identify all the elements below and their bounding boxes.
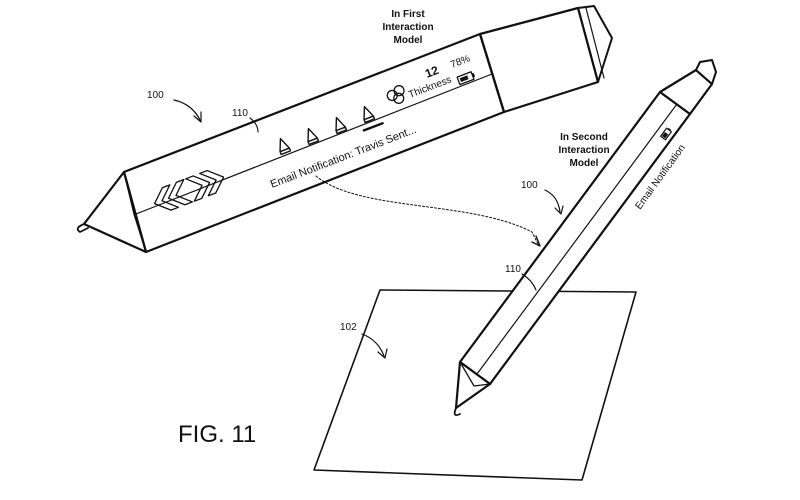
pen-second-cap-end xyxy=(695,59,717,85)
ref-100-first: 100 xyxy=(147,90,164,101)
pen-first-cap-end xyxy=(577,5,613,83)
pen-first-notification: Email Notification: Travis Sent... xyxy=(269,124,418,191)
ref-102: 102 xyxy=(340,322,357,333)
pen-tip-icon[interactable] xyxy=(332,116,348,135)
pen-first-nib xyxy=(76,223,89,233)
palette-icon[interactable] xyxy=(385,84,408,106)
pen-second-nib xyxy=(453,407,461,417)
svg-text:Interaction: Interaction xyxy=(382,22,433,33)
pen-first-cap xyxy=(478,6,600,114)
pen-tip-icon-selected[interactable] xyxy=(356,103,384,132)
chevron-left-icon[interactable] xyxy=(150,178,194,215)
arrow-icon xyxy=(377,348,388,359)
pen-second-body-edge xyxy=(476,103,678,375)
figure-label: FIG. 11 xyxy=(178,421,256,448)
ref-110-second: 110 xyxy=(505,264,521,275)
pen-first-interaction-model: 12 Thickness 78% Email Notification: Tra… xyxy=(76,5,613,254)
arrow-icon xyxy=(531,235,541,247)
arrow-icon xyxy=(554,205,564,215)
caption-first-interaction-model: In First Interaction Model xyxy=(382,9,433,46)
thickness-value: 12 xyxy=(423,63,441,81)
svg-text:Model: Model xyxy=(394,35,423,46)
pen-tip-icon[interactable] xyxy=(304,127,320,146)
chevron-right-icon[interactable] xyxy=(185,166,228,202)
transition-connector xyxy=(315,175,539,245)
pen-first-body-edge xyxy=(135,73,493,215)
pen-first-tip-cone xyxy=(82,170,148,254)
svg-text:In Second: In Second xyxy=(560,132,608,143)
battery-icon xyxy=(660,127,672,141)
battery-percent: 78% xyxy=(449,53,472,70)
arrow-icon xyxy=(193,111,202,123)
caption-second-interaction-model: In Second Interaction Model xyxy=(558,132,609,169)
ref-100-second: 100 xyxy=(521,180,538,191)
svg-text:Interaction: Interaction xyxy=(558,145,609,156)
ref-110-first: 110 xyxy=(232,108,248,119)
battery-icon xyxy=(456,71,476,86)
pen-tip-icon[interactable] xyxy=(276,137,292,156)
svg-text:In First: In First xyxy=(391,9,425,20)
svg-text:Model: Model xyxy=(570,158,599,169)
